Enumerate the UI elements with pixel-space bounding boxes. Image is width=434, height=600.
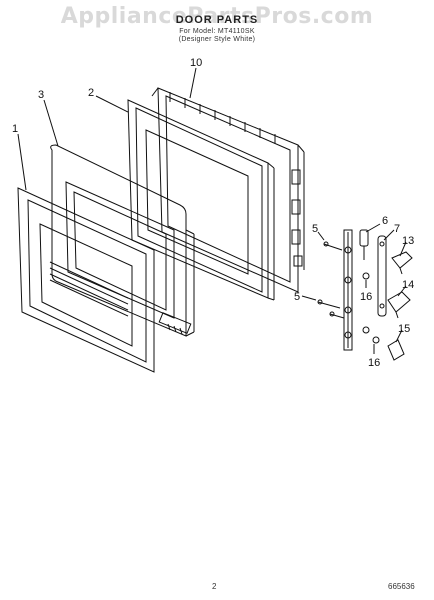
watermark: AppliancePartsPros.com <box>60 4 374 29</box>
page-number: 2 <box>212 582 217 591</box>
diagram-title: DOOR PARTS <box>175 14 259 26</box>
hinge-strip[interactable] <box>343 229 353 351</box>
part-16-washers[interactable] <box>362 272 380 344</box>
callout-3: 3 <box>38 89 44 101</box>
callout-6: 6 <box>382 215 388 227</box>
part-15-latch-arm[interactable] <box>387 339 405 361</box>
part-10-door-frame[interactable] <box>151 87 305 293</box>
callout-10: 10 <box>190 57 202 69</box>
style-line: (Designer Style White) <box>178 36 256 43</box>
callout-16-top: 16 <box>360 291 372 303</box>
model-line: For Model: MT4110SK <box>179 28 255 35</box>
callout-16-bottom: 16 <box>368 357 380 369</box>
part-2-inner-panel[interactable] <box>127 99 275 301</box>
part-14-hook[interactable] <box>387 291 411 319</box>
part-7-lever[interactable] <box>377 235 387 317</box>
callout-5-bottom: 5 <box>294 291 300 303</box>
callout-15: 15 <box>398 323 410 335</box>
part-6-latch[interactable] <box>359 229 369 260</box>
callout-14: 14 <box>402 279 414 291</box>
part-5-screws[interactable] <box>317 241 345 319</box>
callout-1: 1 <box>12 123 18 135</box>
part-13-hook[interactable] <box>391 251 413 275</box>
callout-13: 13 <box>402 235 414 247</box>
leader-lines <box>17 67 407 354</box>
callout-2: 2 <box>88 87 94 99</box>
diagram-part-number: 665636 <box>388 582 415 591</box>
part-1-outer-trim[interactable] <box>17 187 155 373</box>
part-3-window-assembly[interactable] <box>50 144 195 337</box>
callout-7: 7 <box>394 223 400 235</box>
callout-5-top: 5 <box>312 223 318 235</box>
